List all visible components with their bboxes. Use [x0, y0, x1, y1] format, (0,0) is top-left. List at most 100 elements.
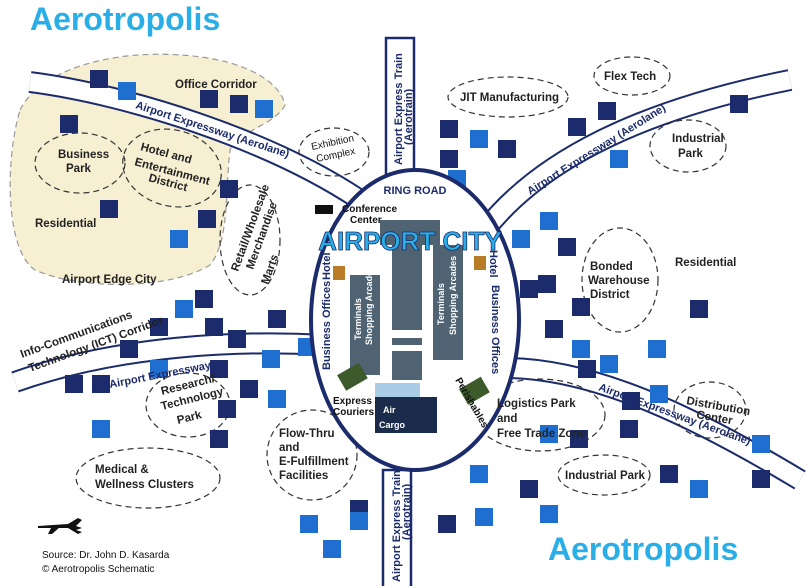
building-block: [323, 540, 341, 558]
bonded-1: Bonded: [590, 261, 633, 273]
building-block: [498, 140, 516, 158]
express-couriers-1: Express: [333, 396, 372, 407]
building-block: [220, 180, 238, 198]
building-block: [620, 420, 638, 438]
terminals-right-2: Shopping Arcades: [448, 256, 458, 335]
train-top-label-1: Airport Express Train: [393, 53, 405, 165]
building-block: [255, 100, 273, 118]
office-corridor-area: [9, 53, 286, 285]
building-block: [600, 355, 618, 373]
expressway-top-right-inner: [477, 71, 792, 236]
terminal-structures: [315, 205, 490, 433]
building-block: [650, 385, 668, 403]
train-top: [384, 36, 416, 180]
building-block: [195, 290, 213, 308]
building-block: [520, 480, 538, 498]
express-couriers-2: Couriers: [333, 407, 375, 418]
residential-right: Residential: [675, 257, 736, 269]
ring-road-label: RING ROAD: [384, 185, 447, 197]
building-block: [200, 90, 218, 108]
building-block: [210, 360, 228, 378]
building-block: [218, 400, 236, 418]
terminals-right-1: Terminals: [436, 283, 446, 325]
building-block: [65, 375, 83, 393]
logistics-2: and: [497, 413, 517, 425]
terminal-lightbar-2: [392, 345, 422, 351]
flow-thru-outline: [266, 409, 358, 501]
flow-thru-3: E-Fulfillment: [279, 456, 349, 468]
building-block: [230, 95, 248, 113]
flow-thru-1: Flow-Thru: [279, 428, 335, 440]
conference-label-2: Center: [350, 215, 382, 226]
building-block: [540, 212, 558, 230]
expressway-top-right-label: Airport Expressway (Aerolane): [525, 102, 668, 198]
building-block: [540, 505, 558, 523]
building-block: [268, 310, 286, 328]
industrial-bottom: Industrial Park: [565, 470, 645, 482]
building-block: [558, 238, 576, 256]
jit-outline: [447, 76, 569, 118]
expressway-top-left-inner: [28, 73, 365, 208]
building-block: [598, 102, 616, 120]
office-corridor-label: Office Corridor: [175, 79, 257, 91]
building-block: [648, 340, 666, 358]
building-block: [92, 420, 110, 438]
air-cargo-1: Air: [383, 405, 396, 415]
building-block: [470, 465, 488, 483]
residential-left: Residential: [35, 218, 96, 230]
building-block: [752, 470, 770, 488]
building-block: [60, 115, 78, 133]
industrial-bottom-outline: [557, 454, 651, 496]
flex-tech-label: Flex Tech: [604, 71, 656, 83]
airport-city-label: AIRPORT CITY: [318, 226, 501, 256]
building-block: [440, 150, 458, 168]
building-block: [440, 120, 458, 138]
hotel-right-block: [474, 256, 486, 270]
building-block: [470, 130, 488, 148]
train-bottom-label-2: (Aerotrain): [401, 483, 413, 540]
building-block: [150, 360, 168, 378]
terminal-spine: [392, 240, 422, 380]
building-block: [240, 380, 258, 398]
building-block: [690, 300, 708, 318]
building-block: [568, 118, 586, 136]
building-block: [545, 320, 563, 338]
bonded-2: Warehouse: [588, 275, 650, 287]
title-top: Aerotropolis: [30, 1, 220, 37]
train-bottom-label-1: Airport Express Train: [391, 470, 403, 582]
building-block: [538, 275, 556, 293]
conference-center-block: [315, 205, 333, 214]
building-block: [752, 435, 770, 453]
exhibition-outline: [298, 127, 370, 177]
building-block: [730, 95, 748, 113]
building-block: [90, 70, 108, 88]
business-offices-left: Business Offices: [321, 281, 333, 370]
business-park-outline: [34, 132, 126, 194]
business-offices-right: Business Offices: [489, 285, 501, 374]
building-block: [205, 318, 223, 336]
medical-2: Wellness Clusters: [95, 479, 194, 491]
logistics-1: Logistics Park: [497, 398, 576, 410]
terminal-left: [350, 275, 380, 375]
building-block: [572, 340, 590, 358]
building-block: [120, 340, 138, 358]
jit-label: JIT Manufacturing: [460, 92, 559, 104]
building-block: [198, 210, 216, 228]
building-block: [170, 230, 188, 248]
flow-thru-2: and: [279, 442, 299, 454]
hotel-right-label: Hotel: [487, 250, 499, 278]
building-block: [572, 298, 590, 316]
medical-outline: [75, 447, 221, 509]
flex-tech-outline: [593, 56, 671, 96]
retail-3: Marts: [260, 253, 282, 286]
bonded-3: District: [590, 289, 630, 301]
expressway-bottom-right-inner: [509, 359, 805, 488]
hotel-left-block: [333, 266, 345, 280]
building-block: [262, 350, 280, 368]
research-3: Park: [176, 409, 204, 427]
bonded-outline: [581, 227, 659, 333]
building-block: [92, 375, 110, 393]
building-block: [175, 300, 193, 318]
